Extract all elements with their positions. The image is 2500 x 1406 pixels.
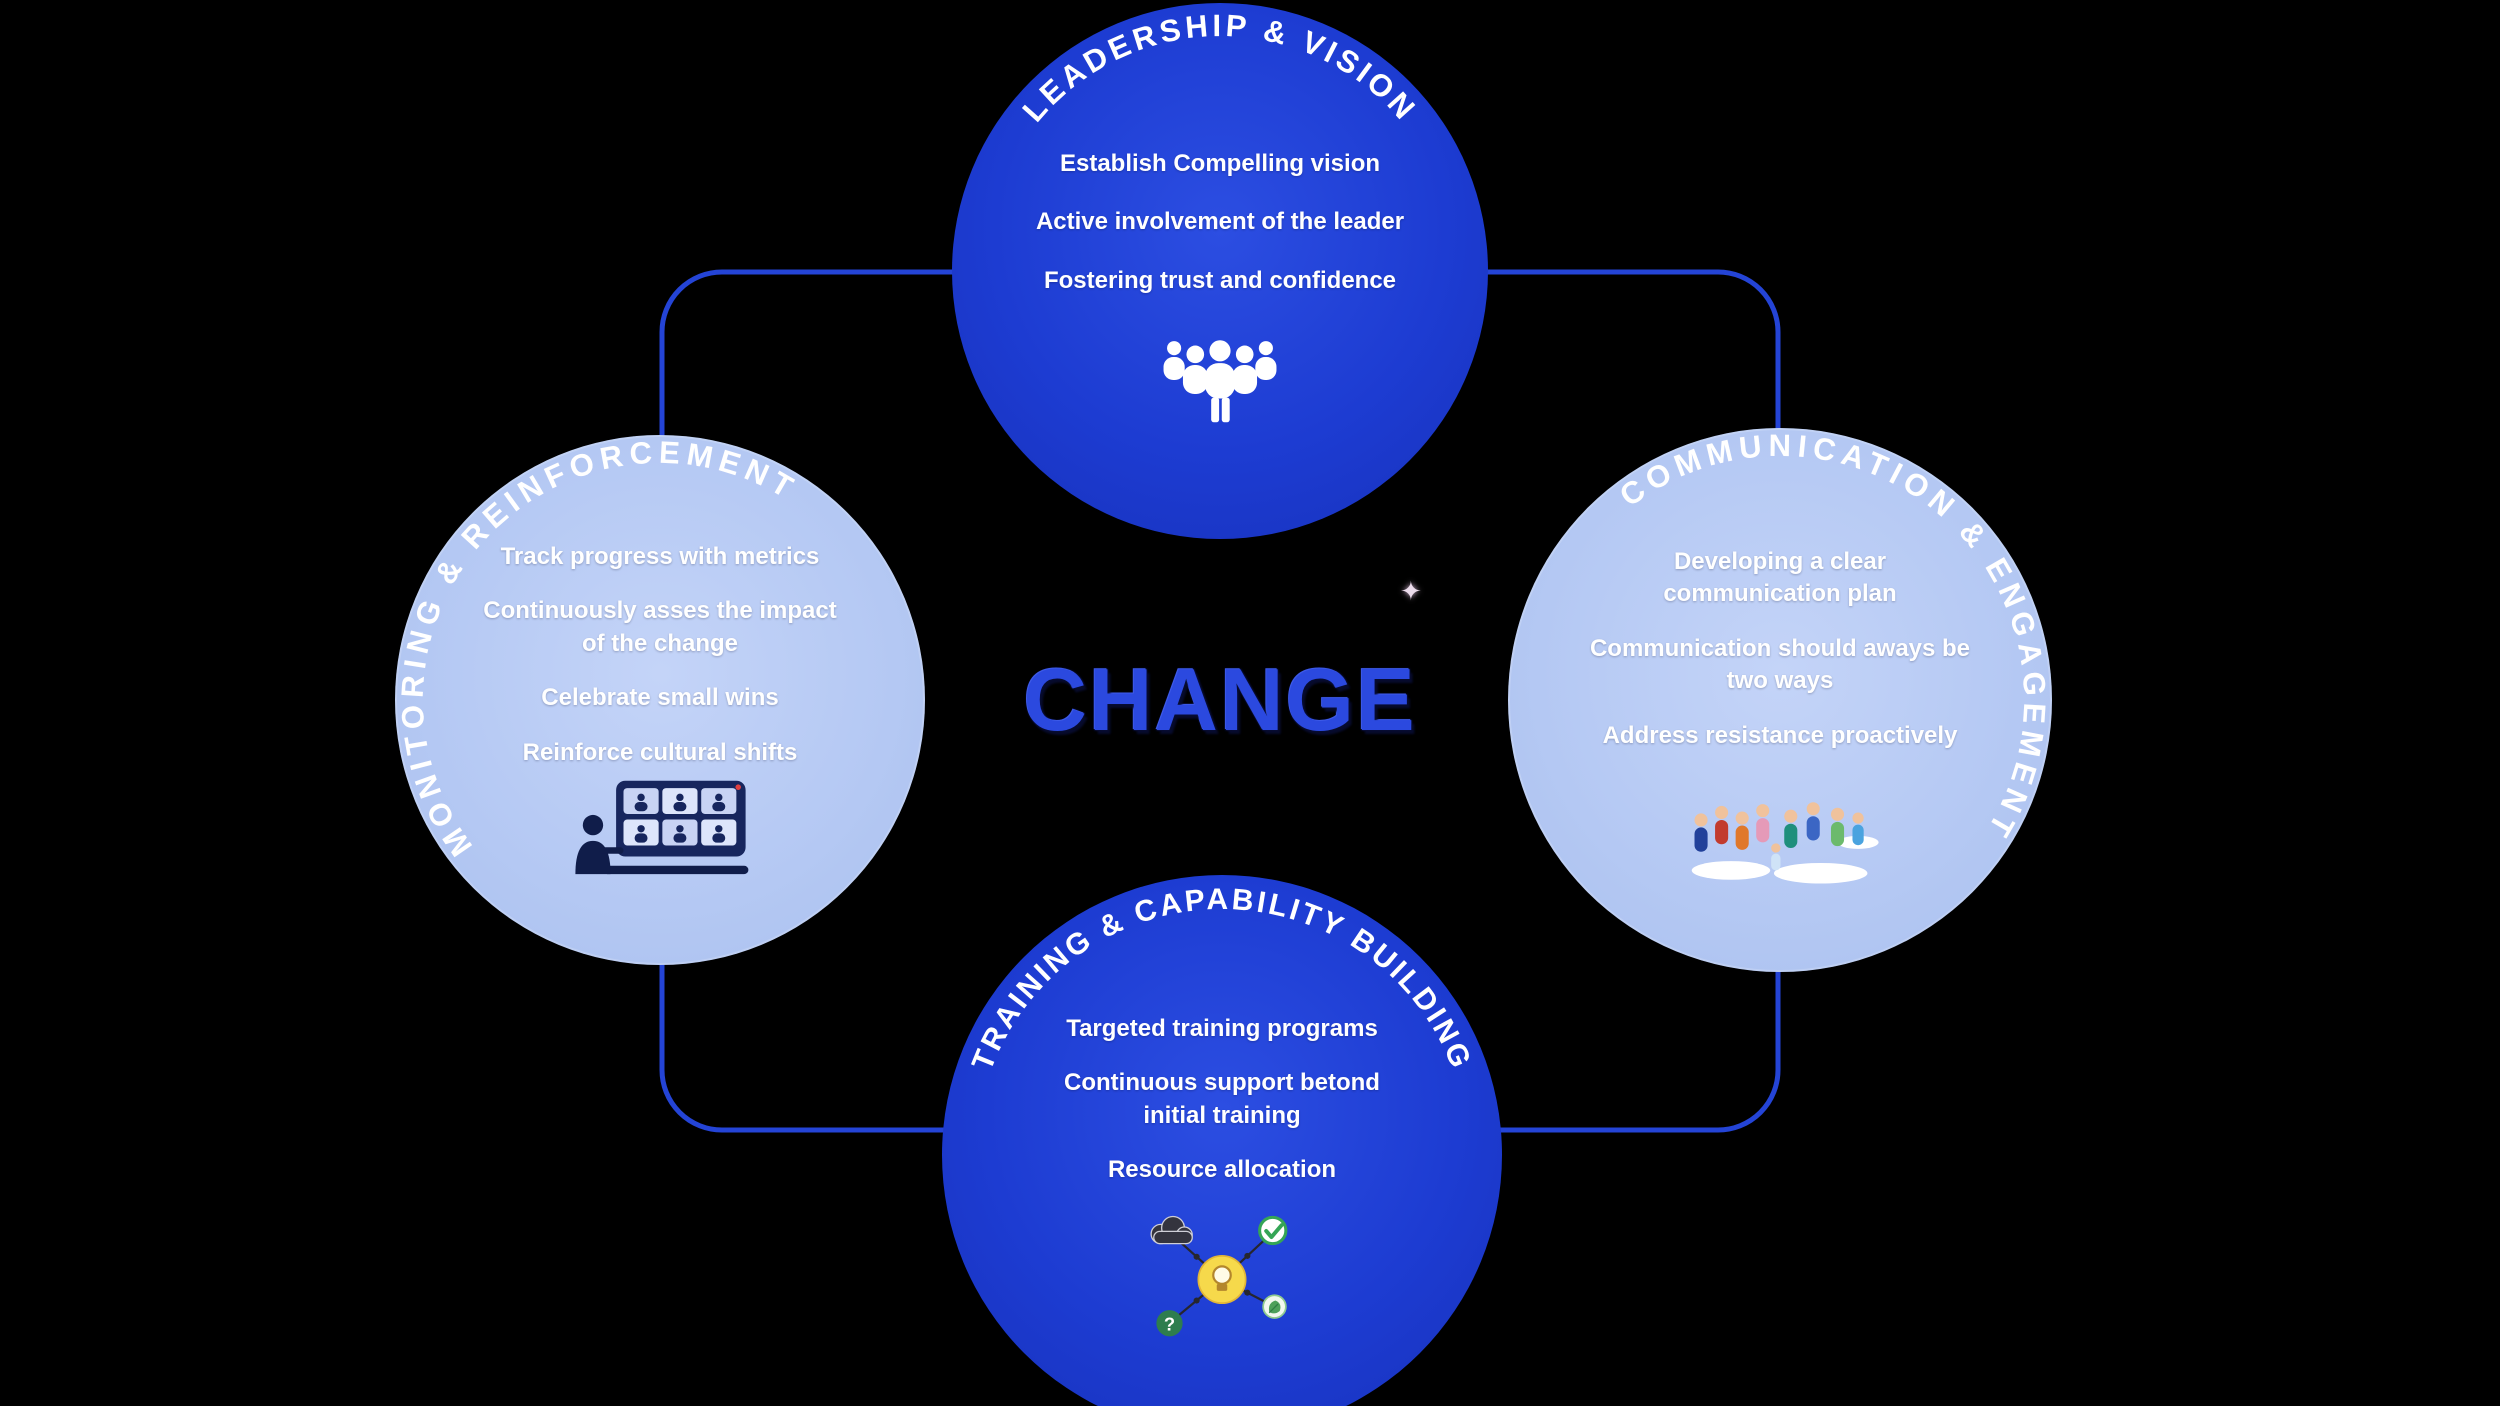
- monitoring-item: Track progress with metrics: [500, 543, 820, 570]
- training-item: Targeted training programs: [1066, 1015, 1378, 1042]
- dashboard-monitoring-icon: [574, 780, 748, 875]
- group-discussion-icon: [1691, 802, 1879, 884]
- team-silhouette-icon: [1163, 340, 1277, 423]
- leadership-item: Fostering trust and confidence: [1043, 266, 1397, 294]
- training-circle: TRAINING & CAPABILITY BUILDING Targeted …: [942, 875, 1502, 1406]
- sparkle-icon: ✦: [1400, 576, 1422, 606]
- training-item: Continuous support betond initial traini…: [1064, 1069, 1380, 1129]
- leadership-item: Active involvement of the leader: [1035, 208, 1405, 236]
- monitoring-items: Track progress with metrics Continuously…: [395, 435, 925, 769]
- center-change-title: CHANGE: [1023, 650, 1417, 749]
- training-items: Targeted training programs Continuous su…: [942, 875, 1502, 1187]
- monitoring-circle: MONITORING & REINFORCEMENT Track progres…: [395, 435, 925, 965]
- training-item: Resource allocation: [1107, 1156, 1337, 1184]
- communication-item: Address resistance proactively: [1602, 721, 1958, 749]
- communication-circle: COMMUNICATION & ENGAGEMENT Developing a …: [1508, 428, 2052, 972]
- question-glyph: ?: [1164, 1313, 1175, 1334]
- communication-items: Developing a clear communication plan Co…: [1508, 428, 2052, 752]
- communication-item: Developing a clear communication plan: [1663, 548, 1897, 608]
- monitoring-item: Reinforce cultural shifts: [522, 738, 798, 766]
- brainstorm-network-icon: ?: [1150, 1215, 1288, 1336]
- leadership-item: Establish Compelling vision: [1059, 150, 1381, 177]
- leadership-items: Establish Compelling vision Active invol…: [952, 3, 1488, 297]
- leadership-circle: LEADERSHIP & VISION Establish Compelling…: [952, 3, 1488, 539]
- communication-item: Communication should aways be two ways: [1589, 634, 1971, 695]
- monitoring-item: Continuously asses the impact of the cha…: [483, 597, 837, 657]
- monitoring-item: Celebrate small wins: [541, 684, 779, 712]
